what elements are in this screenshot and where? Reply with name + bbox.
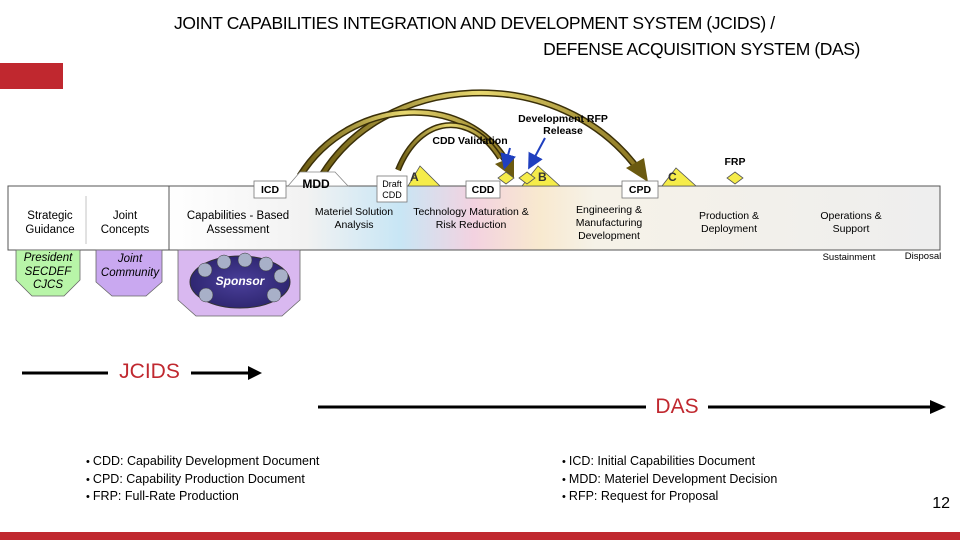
cdd-validation-diamond — [497, 171, 515, 185]
phase-operations-support: Operations & Support — [820, 210, 882, 235]
president-shape — [15, 249, 81, 297]
dev-rfp-release-label: Development RFP Release — [518, 113, 608, 137]
milestone-c-label: C — [668, 170, 677, 184]
icd-label: ICD — [260, 184, 280, 196]
title-line-1: JOINT CAPABILITIES INTEGRATION AND DEVEL… — [174, 13, 775, 33]
legend-left: CDD: Capability Development Document CPD… — [86, 453, 319, 506]
sponsor-label: Sponsor — [215, 274, 265, 288]
phase-emd: Engineering & Manufacturing Development — [575, 204, 643, 242]
joint-community-label: Joint Community — [100, 253, 160, 279]
legend-item: FRP: Full-Rate Production — [86, 488, 319, 506]
cdd-validation-label: CDD Validation — [432, 135, 508, 147]
phase-tmrr: Technology Maturation & Risk Reduction — [413, 206, 529, 231]
cpd-label: CPD — [628, 184, 652, 196]
president-label: President SECDEF CJCS — [23, 252, 73, 291]
bottom-accent-bar — [0, 532, 960, 540]
dev-rfp-diamond — [518, 171, 536, 185]
milestone-b-label: B — [538, 170, 547, 184]
disposal-label: Disposal — [904, 251, 942, 262]
legend-item: CPD: Capability Production Document — [86, 471, 319, 489]
joint-community-shape — [95, 249, 163, 297]
milestone-a-marker — [407, 165, 441, 187]
mdd-label: MDD — [302, 177, 330, 191]
legend-right: ICD: Initial Capabilities Document MDD: … — [562, 453, 777, 506]
phase-joint-concepts: Joint Concepts — [100, 210, 150, 236]
phase-msa: Materiel Solution Analysis — [314, 206, 394, 231]
jcids-label: JCIDS — [108, 358, 191, 386]
das-label: DAS — [646, 392, 708, 422]
legend-item: RFP: Request for Proposal — [562, 488, 777, 506]
milestone-a-label: A — [410, 170, 419, 184]
page-number: 12 — [932, 495, 950, 512]
title-line-2: DEFENSE ACQUISITION SYSTEM (DAS) — [543, 39, 860, 59]
phase-strategic-guidance: Strategic Guidance — [25, 210, 75, 236]
draft-cdd-label: Draft CDD — [382, 179, 402, 200]
frp-label: FRP — [724, 156, 746, 168]
legend-item: ICD: Initial Capabilities Document — [562, 453, 777, 471]
cdd-label: CDD — [471, 184, 495, 196]
frp-diamond — [726, 171, 744, 185]
sustainment-label: Sustainment — [822, 252, 876, 263]
legend-item: MDD: Materiel Development Decision — [562, 471, 777, 489]
page-title: JOINT CAPABILITIES INTEGRATION AND DEVEL… — [120, 10, 860, 62]
phase-production-deployment: Production & Deployment — [698, 210, 760, 235]
milestone-c-marker — [661, 167, 698, 187]
phase-cba: Capabilities - Based Assessment — [186, 210, 290, 236]
red-accent-bar — [0, 63, 63, 89]
legend-item: CDD: Capability Development Document — [86, 453, 319, 471]
